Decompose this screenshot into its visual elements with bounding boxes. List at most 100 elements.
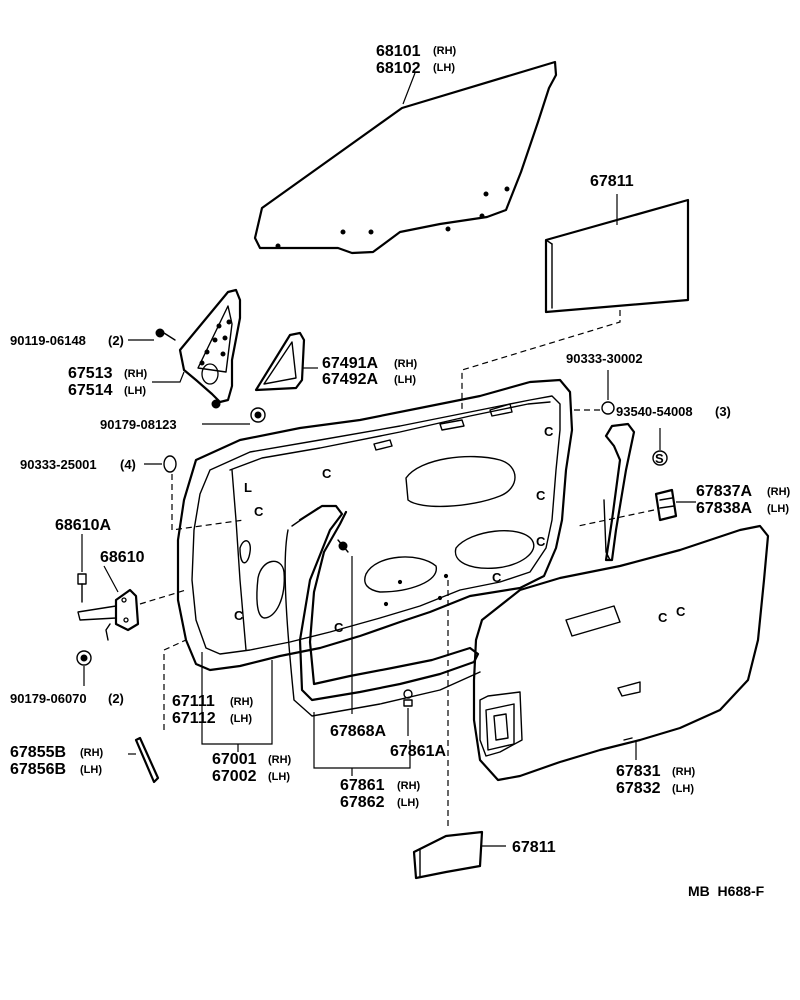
part-number: 90179-06070 <box>10 691 87 706</box>
label-68101: 68101 (RH) 68102 (LH) <box>376 43 457 77</box>
door-glass <box>253 60 558 255</box>
part-number: 67111 <box>172 693 215 710</box>
side-suffix: (LH) <box>672 783 694 795</box>
part-number: 90119-06148 <box>10 333 86 348</box>
part-number: 68610 <box>100 549 145 566</box>
svg-text:C: C <box>334 620 344 635</box>
part-number: 67838A <box>696 500 752 517</box>
service-hole-cover-top <box>544 198 690 314</box>
side-suffix: (LH) <box>433 62 455 74</box>
side-suffix: (LH) <box>230 713 252 725</box>
side-suffix: (RH) <box>394 358 418 370</box>
plug-icon <box>601 401 615 415</box>
door-strip <box>134 736 160 784</box>
part-number: 67811 <box>590 173 634 190</box>
part-number: 67491A <box>322 355 378 372</box>
part-number: 67862 <box>340 794 385 811</box>
part-number: 67831 <box>616 763 661 780</box>
quantity: (2) <box>108 691 124 706</box>
side-suffix: (RH) <box>672 766 696 778</box>
vent-window-bracket <box>178 288 242 404</box>
label-67855B: 67855B (RH) 67856B (LH) <box>10 744 104 778</box>
quantity: (4) <box>120 457 136 472</box>
side-suffix: (LH) <box>394 374 416 386</box>
clip-icon <box>403 689 413 707</box>
label-90333-25001: 90333-25001 (4) <box>20 457 136 472</box>
door-trim-panel: C C <box>472 524 770 782</box>
handle-bezel <box>654 488 678 522</box>
side-suffix: (RH) <box>433 45 457 57</box>
quantity: (2) <box>108 333 124 348</box>
svg-text:C: C <box>234 608 244 623</box>
side-suffix: (RH) <box>397 780 421 792</box>
svg-text:C: C <box>536 534 546 549</box>
side-suffix: (RH) <box>80 747 104 759</box>
side-suffix: (LH) <box>268 771 290 783</box>
part-number: 67861 <box>340 777 385 794</box>
label-67513: 67513 (RH) 67514 (LH) <box>68 365 148 399</box>
label-67111: 67111 (RH) 67112 (LH) <box>172 693 254 727</box>
screw-icon <box>155 328 176 341</box>
part-number: 67811 <box>512 839 556 856</box>
part-number: 68101 <box>376 43 421 60</box>
plug-icon <box>163 455 177 473</box>
svg-text:C: C <box>544 424 554 439</box>
reference-code: MB H688-F <box>688 883 765 899</box>
fastener-icon <box>337 539 349 553</box>
side-suffix: (RH) <box>268 754 292 766</box>
side-suffix: (LH) <box>80 764 102 776</box>
part-number: 67868A <box>330 723 386 740</box>
svg-text:C: C <box>322 466 332 481</box>
clip-hole-icons: C C C C C C C C L <box>234 424 554 635</box>
part-number: 67832 <box>616 780 661 797</box>
label-90119: 90119-06148 (2) <box>10 333 124 348</box>
part-number: 68610A <box>55 517 111 534</box>
svg-text:C: C <box>536 488 546 503</box>
part-number: 67855B <box>10 744 66 761</box>
svg-text:C: C <box>658 610 668 625</box>
quantity: (3) <box>715 404 731 419</box>
part-number: 67513 <box>68 365 113 382</box>
side-suffix: (LH) <box>767 503 789 515</box>
svg-text:C: C <box>676 604 686 619</box>
part-number: 90333-25001 <box>20 457 97 472</box>
svg-text:L: L <box>244 480 252 495</box>
part-number: 67002 <box>212 768 257 785</box>
part-number: 67837A <box>696 483 752 500</box>
door-weatherstrip <box>284 504 481 717</box>
side-suffix: (LH) <box>124 385 146 397</box>
part-number: 67514 <box>68 382 113 399</box>
side-suffix: (RH) <box>767 486 791 498</box>
nut-icon <box>76 650 92 666</box>
part-number: 93540-54008 <box>616 404 693 419</box>
label-67831: 67831 (RH) 67832 (LH) <box>616 763 696 797</box>
part-number: 90333-30002 <box>566 351 643 366</box>
part-number: 67492A <box>322 371 378 388</box>
door-panel: C C C C C C C C L <box>176 378 574 672</box>
clip-icon: S <box>652 450 668 466</box>
label-67491A: 67491A (RH) 67492A (LH) <box>322 355 418 388</box>
label-67837A: 67837A (RH) 67838A (LH) <box>696 483 791 517</box>
part-number: 90179-08123 <box>100 417 177 432</box>
part-number: 67861A <box>390 743 446 760</box>
regulator-channel <box>603 422 636 562</box>
label-67001: 67001 (RH) 67002 (LH) <box>212 751 292 785</box>
nut-icon <box>211 399 266 423</box>
side-suffix: (RH) <box>230 696 254 708</box>
corner-cover <box>254 331 306 392</box>
side-suffix: (LH) <box>397 797 419 809</box>
part-number: 67856B <box>10 761 66 778</box>
part-number: 67112 <box>172 710 216 727</box>
side-suffix: (RH) <box>124 368 148 380</box>
svg-text:C: C <box>492 570 502 585</box>
bolt-icon <box>77 573 87 603</box>
service-hole-cover-bottom <box>412 830 484 880</box>
part-number: 67001 <box>212 751 257 768</box>
label-90179-06070: 90179-06070 (2) <box>10 691 124 706</box>
svg-text:S: S <box>655 451 664 466</box>
svg-text:C: C <box>254 504 264 519</box>
label-93540: 93540-54008 (3) <box>616 404 731 419</box>
label-67861: 67861 (RH) 67862 (LH) <box>340 777 421 811</box>
door-check <box>77 588 140 641</box>
